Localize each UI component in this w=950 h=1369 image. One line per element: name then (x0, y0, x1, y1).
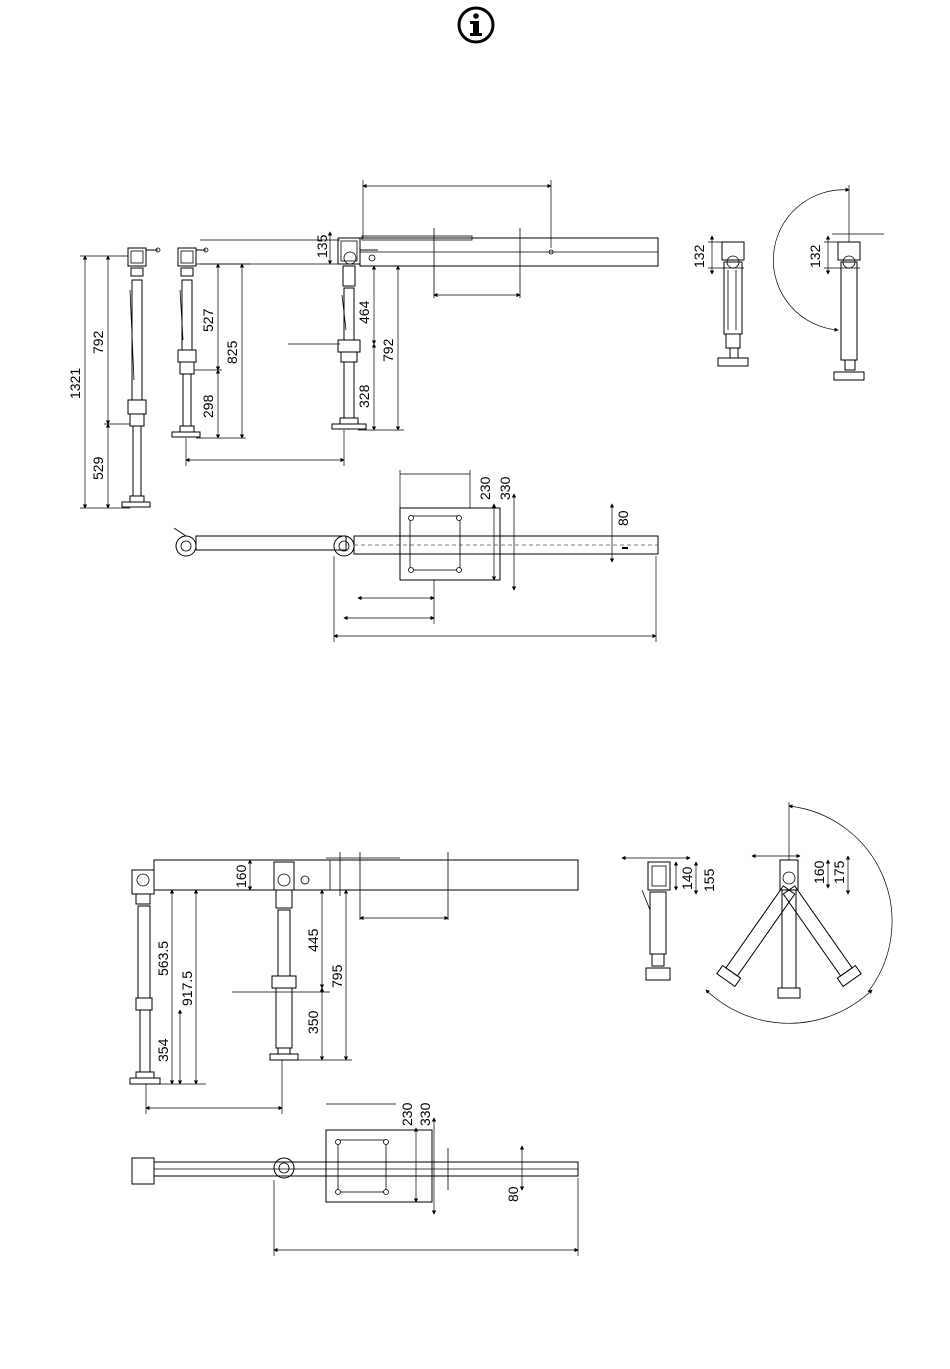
dim-527: 527 (200, 308, 216, 332)
column-unit-1 (122, 248, 160, 507)
dim-795: 795 (329, 964, 345, 988)
dim-132-a: 132 (691, 244, 707, 268)
dim-445: 445 (305, 928, 321, 952)
dim-529: 529 (90, 456, 106, 480)
dim-825: 825 (224, 340, 240, 364)
dim-160-lower-side: 160 (233, 864, 249, 888)
dim-792-right: 792 (380, 338, 396, 362)
dim-917-5: 917.5 (179, 971, 195, 1006)
dim-464: 464 (356, 300, 372, 324)
dim-135: 135 (314, 234, 330, 258)
dim-328: 328 (356, 384, 372, 408)
dim-330-lower: 330 (417, 1102, 433, 1126)
dim-230-upper: 230 (477, 476, 493, 500)
lower-side-view: 160 563.5 917.5 354 445 795 350 (130, 852, 578, 1114)
dim-155: 155 (701, 868, 717, 892)
dim-160-end: 160 (811, 860, 827, 884)
upper-side-view: 1321 792 529 527 825 298 135 464 792 328 (67, 180, 658, 508)
dim-1321: 1321 (67, 368, 83, 399)
dim-354: 354 (155, 1038, 171, 1062)
dim-80-upper: 80 (615, 510, 631, 526)
dim-140: 140 (679, 866, 695, 890)
info-icon (459, 8, 493, 42)
dim-230-lower: 230 (399, 1102, 415, 1126)
dim-563-5: 563.5 (155, 941, 171, 976)
dim-132-b: 132 (807, 244, 823, 268)
lower-top-view: 230 330 80 (132, 1102, 578, 1256)
lower-end-views: 140 155 160 175 (622, 802, 892, 1023)
dim-330-upper: 330 (497, 476, 513, 500)
dim-350: 350 (305, 1010, 321, 1034)
dim-792-left: 792 (90, 330, 106, 354)
dim-175: 175 (831, 860, 847, 884)
column-unit-main (332, 228, 658, 429)
upper-end-views: 132 132 (691, 185, 884, 380)
dim-80-lower: 80 (505, 1186, 521, 1202)
dim-298: 298 (200, 394, 216, 418)
upper-top-view: 230 330 80 (174, 470, 658, 642)
